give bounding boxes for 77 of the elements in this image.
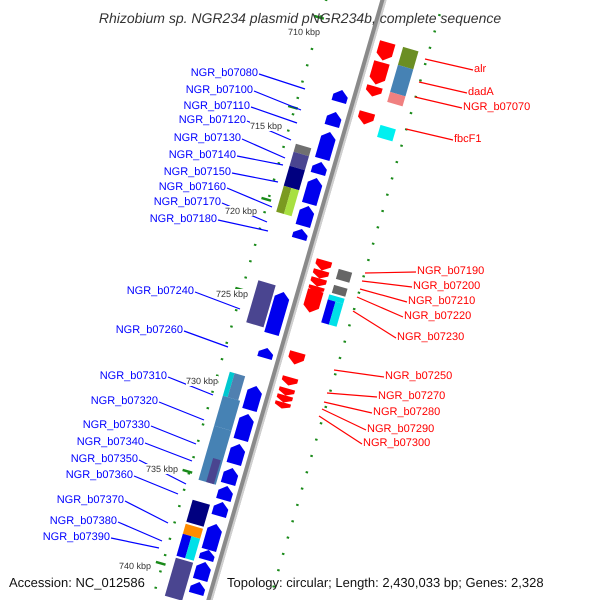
leader-line — [134, 475, 178, 495]
gene-label: NGR_b07320 — [90, 395, 158, 408]
title: Rhizobium sp. NGR234 plasmid pNGR234b, complete sequence — [98, 10, 502, 26]
gene-label: NGR_b07240 — [126, 285, 194, 298]
gene-label: NGR_b07070 — [463, 101, 530, 114]
gene-label: fbcF1 — [454, 133, 482, 146]
leader-line — [194, 291, 240, 310]
gene-label: NGR_b07080 — [190, 67, 258, 80]
gene-label: NGR_b07270 — [378, 390, 446, 403]
gene-label: NGR_b07390 — [42, 531, 110, 544]
leader-line — [158, 401, 204, 421]
leader-line — [258, 73, 306, 90]
gene-label: NGR_b07290 — [367, 423, 434, 436]
leader-line — [324, 401, 372, 414]
leader-line — [360, 288, 408, 303]
gene-label: NGR_b07310 — [100, 370, 167, 383]
leader-line — [424, 58, 474, 71]
gene-label: NGR_b07330 — [82, 419, 150, 432]
gene-label: NGR_b07170 — [154, 196, 221, 209]
gene-label: NGR_b07230 — [397, 331, 464, 344]
gene-label: NGR_b07360 — [66, 469, 133, 482]
leader-line — [118, 521, 162, 542]
leader-line — [226, 187, 272, 208]
gene-label: NGR_b07100 — [186, 84, 253, 97]
tick-label: 715 kbp — [250, 121, 282, 131]
gene-label: dadA — [468, 86, 494, 99]
leader-line — [110, 537, 160, 549]
gene-label: NGR_b07200 — [413, 280, 480, 293]
gene-label: NGR_b07350 — [70, 453, 138, 466]
gene-label: NGR_b07340 — [76, 436, 144, 449]
tick-label: 710 kbp — [288, 27, 320, 37]
tick-label: 730 kbp — [186, 376, 218, 386]
gene-label: NGR_b07370 — [56, 494, 124, 507]
leader-line — [144, 442, 192, 462]
leader-line — [364, 271, 416, 274]
gene-label: NGR_b07120 — [178, 114, 246, 127]
leader-line — [352, 310, 396, 338]
leader-line — [254, 90, 302, 111]
tick-label: 740 kbp — [119, 561, 152, 571]
gene-label: NGR_b07130 — [174, 132, 241, 145]
leader-line — [322, 408, 366, 431]
tick-label: 720 kbp — [225, 206, 258, 216]
accession-text: Accession: NC_012586 — [9, 575, 145, 590]
leader-line — [168, 376, 214, 396]
tick-label: 725 kbp — [216, 289, 248, 299]
leader-line — [184, 330, 228, 348]
gene-label: NGR_b07280 — [373, 406, 440, 419]
leader-line — [406, 128, 454, 141]
leader-line — [150, 425, 196, 445]
tick-label: 735 kbp — [146, 464, 178, 474]
gene-label: NGR_b07250 — [385, 370, 452, 383]
leader-line — [326, 392, 378, 398]
leader-line — [218, 219, 268, 232]
leader-line — [250, 106, 298, 124]
gene-label: NGR_b07260 — [116, 324, 183, 337]
gene-label: NGR_b07180 — [150, 213, 217, 226]
gene-label: alr — [474, 63, 486, 76]
gene-label: NGR_b07140 — [168, 149, 236, 162]
gene-label: NGR_b07220 — [404, 310, 472, 323]
gene-label: NGR_b07210 — [408, 295, 476, 308]
leader-line — [418, 81, 468, 94]
leader-line — [356, 296, 404, 318]
leader-line — [334, 369, 384, 378]
leader-line — [232, 172, 278, 183]
gene-label: NGR_b07190 — [417, 265, 484, 278]
leader-line — [242, 138, 286, 159]
leader-line — [318, 416, 362, 444]
topology-text: Topology: circular; Length: 2,430,033 bp; Genes: 2,328 — [227, 575, 544, 590]
leader-line — [124, 500, 168, 524]
gene-label: NGR_b07110 — [184, 100, 250, 113]
gene-label: NGR_b07150 — [164, 166, 231, 179]
leader-line — [414, 96, 462, 109]
leader-line — [362, 280, 412, 288]
leader-line — [236, 155, 284, 166]
gene-label: NGR_b07160 — [158, 181, 226, 194]
gene-label: NGR_b07300 — [363, 437, 430, 450]
gene-label: NGR_b07380 — [50, 515, 117, 528]
